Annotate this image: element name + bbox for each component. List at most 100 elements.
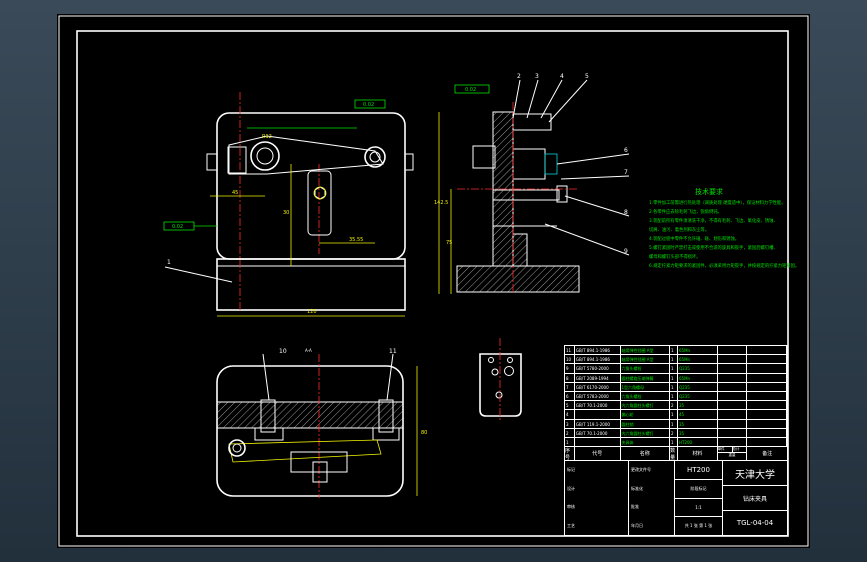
svg-text:0.02: 0.02 [465, 87, 476, 93]
dim-radius: R12 [262, 134, 272, 140]
bom-cell-note [747, 392, 787, 401]
bom-header-code: 代号 [575, 447, 621, 461]
balloon-4: 4 [560, 73, 564, 80]
tech-req-line: 切屑、油污、着色剂和灰尘等。 [649, 226, 709, 233]
bom-cell-no: 4 [565, 410, 575, 419]
bom-cell-qty: 1 [670, 392, 678, 401]
bom-cell-name: 内六角圆柱头螺钉 [621, 401, 671, 410]
bom-cell-no: 3 [565, 419, 575, 428]
bom-cell-code: GB/T 894.1-1986 [575, 355, 621, 364]
bom-cell-note [747, 364, 787, 373]
tb-process: 工艺 [567, 522, 575, 528]
balloon-2: 2 [517, 73, 521, 80]
tb-drawing-name: 钻床夹具 [723, 486, 787, 512]
bom-cell-name: 夹具体 [621, 438, 671, 447]
tb-check: 审核 [567, 504, 575, 510]
bom-cell-name: 内六角圆柱头螺钉 [621, 428, 671, 437]
bom-cell-note [747, 346, 787, 355]
bom-cell-no: 11 [565, 346, 575, 355]
revision-area: 标记设计审核工艺 [565, 461, 629, 535]
tb-std: 标准化 [631, 485, 643, 491]
bom-cell-note [747, 419, 787, 428]
bom-cell-name: 偏心轮 [621, 410, 671, 419]
bom-cell-note [747, 373, 787, 382]
bom-cell-no: 10 [565, 355, 575, 364]
bom-cell-code: GB/T 70.1-2000 [575, 428, 621, 437]
drawing-sheet[interactable]: 120 45 30 35.55 R12 0.02 0.02 1 [57, 14, 810, 548]
bom-cell-blank [718, 428, 748, 437]
balloon-10: 10 [279, 348, 287, 355]
inner-border [76, 30, 789, 537]
bom-cell-mat: 35 [678, 401, 718, 410]
tb-mark: 标记 [567, 467, 575, 473]
bom-cell-note [747, 382, 787, 391]
bom-header-note: 备注 [762, 451, 773, 458]
bom-header-weight: 单件总计重量 [717, 447, 748, 461]
bom-header-total: 总计 [732, 447, 740, 452]
tb-sheets: 共 1 张 第 1 张 [684, 523, 713, 529]
bom-cell-qty: 1 [670, 382, 678, 391]
bom-cell-mat: Q235 [678, 382, 718, 391]
bom-cell-mat: 65Mn [678, 373, 718, 382]
balloon-6: 6 [624, 147, 628, 154]
bom-cell-code: GB/T 119.1-2000 [575, 419, 621, 428]
tb-company: 天津大学 [723, 461, 787, 487]
outer-border [58, 15, 809, 547]
bom-cell-note [747, 438, 787, 447]
bushing-plate-view [479, 338, 522, 422]
bom-cell-name: 轴用弹性挡圈 A型 [621, 346, 671, 355]
tech-req-line: 5.螺钉紧固时严禁打击或使用不合适的旋具和扳手，紧固后螺钉槽、 [649, 244, 778, 251]
bom-header: 序号代号名称数量材料单件总计重量备注 [565, 447, 787, 462]
bom-cell-name: 六角头螺栓 [621, 392, 671, 401]
bom-header-unit: 单件 [718, 447, 733, 453]
side-view: 142.5 75 0.02 2 3 4 5 6 7 8 9 [434, 73, 630, 294]
bom-cell-mat: HT200 [678, 438, 718, 447]
drawing-canvas: 120 45 30 35.55 R12 0.02 0.02 1 [58, 15, 809, 547]
bom-cell-mat: 65Mn [678, 346, 718, 355]
tol-frame-top: 0.02 [354, 99, 386, 109]
bom-cell-code: GB/T 5780-2000 [575, 364, 621, 373]
dim-left: 45 [232, 190, 238, 196]
bom-cell-qty: 1 [670, 355, 678, 364]
bom-cell-code: GB/T 6170-2000 [575, 382, 621, 391]
bom-header-mass: 重量 [728, 453, 736, 458]
front-view: 120 45 30 35.55 R12 0.02 0.02 1 [163, 92, 414, 317]
bom-cell-mat: 35 [678, 419, 718, 428]
tech-req-line: 1.零件加工前需进行热处理（调质处理 硬度适中），保证材料力学性能。 [649, 199, 786, 206]
bom-cell-qty: 2 [670, 428, 678, 437]
bom-cell-blank [718, 373, 748, 382]
bom-cell-note [747, 401, 787, 410]
dim-side-height: 142.5 [434, 200, 448, 206]
section-label: A-A [305, 348, 312, 353]
bom-header-qty: 数量 [670, 447, 678, 461]
balloon-9: 9 [624, 248, 628, 255]
tb-material: HT200 [675, 461, 722, 480]
bom-cell-qty: 1 [670, 438, 678, 447]
tech-req-line: 螺母和螺钉头部不得损坏。 [649, 253, 701, 260]
bom-cell-no: 5 [565, 401, 575, 410]
dim-side-base: 75 [446, 240, 452, 246]
bom-cell-name: 轴用弹性挡圈 A型 [621, 355, 671, 364]
bom-cell-name: 圆柱螺旋压缩弹簧 [621, 373, 671, 382]
bom-cell-blank [718, 392, 748, 401]
tb-stage: 阶段标记 [675, 480, 722, 499]
tol-frame-left: 0.02 [163, 221, 195, 231]
balloon-5: 5 [585, 73, 589, 80]
bom-cell-code [575, 410, 621, 419]
tb-scale: 1:1 [675, 499, 722, 518]
bom-cell-blank [718, 364, 748, 373]
svg-text:0.02: 0.02 [363, 102, 374, 108]
bom-cell-code: GB/T 5783-2000 [575, 392, 621, 401]
bom-header-name: 名称 [621, 447, 671, 461]
bom-cell-mat: 65Mn [678, 355, 718, 364]
bom-cell-note [747, 428, 787, 437]
